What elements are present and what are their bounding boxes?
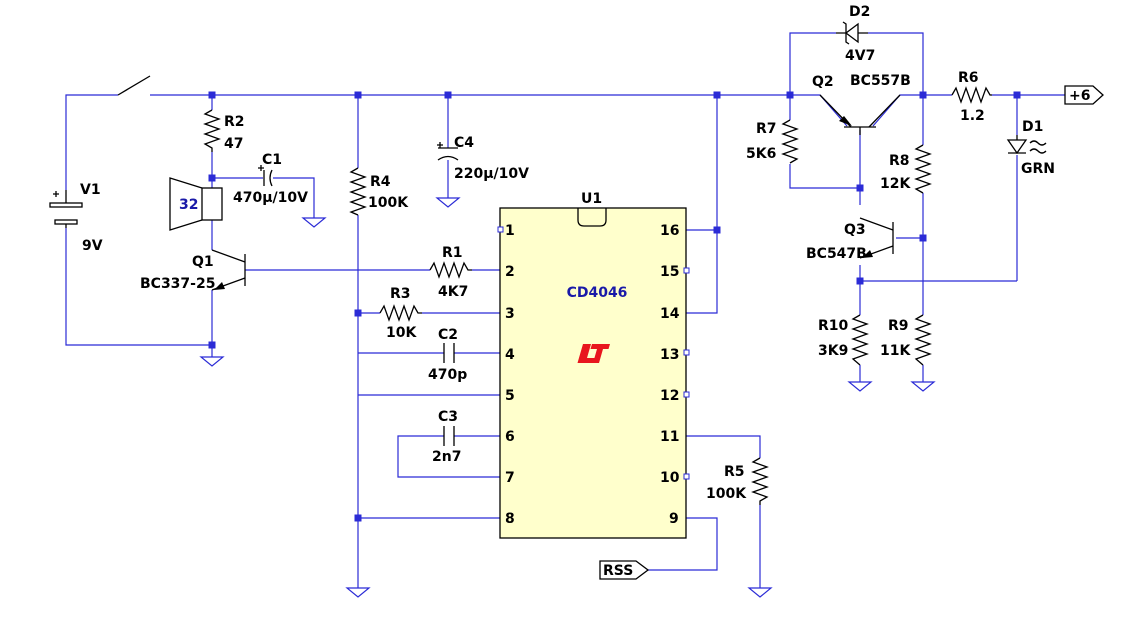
capacitor-c1: C1 470µ/10V: [233, 152, 308, 206]
r8-value: 12K: [880, 176, 911, 192]
d1-value: GRN: [1021, 161, 1055, 177]
u1-ref: U1: [581, 191, 602, 207]
capacitor-c2: C2 470p: [428, 327, 467, 383]
r6-ref: R6: [958, 70, 979, 86]
v1-value: 9V: [82, 238, 103, 254]
transistor-q3: Q3 BC547B: [806, 217, 894, 262]
transistor-q2: Q2 BC557B: [812, 73, 911, 135]
zener-d2: D2 4V7: [836, 4, 875, 64]
resistor-r3: R3 10K: [379, 286, 422, 341]
c3-ref: C3: [438, 409, 458, 425]
led-d1: D1 GRN: [1006, 119, 1055, 177]
resistor-r6: R6 1.2: [951, 70, 992, 124]
ground-r9: [910, 381, 936, 392]
rss-label: RSS: [603, 563, 633, 579]
ic-pin-8: 8: [505, 511, 515, 527]
c3-value: 2n7: [432, 449, 461, 465]
c1-ref: C1: [262, 152, 282, 168]
battery-v1: V1 9V: [49, 182, 103, 254]
c4-ref: C4: [454, 135, 474, 151]
ic-pin-3: 3: [505, 306, 515, 322]
resistor-r9: R9 11K: [880, 314, 932, 366]
capacitor-c4: C4 220µ/10V: [437, 135, 529, 182]
transistor-q1: Q1 BC337-25: [140, 249, 246, 292]
r10-value: 3K9: [818, 343, 848, 359]
r2-value: 47: [224, 136, 243, 152]
q3-ref: Q3: [844, 222, 866, 238]
r1-ref: R1: [442, 245, 463, 261]
wires: [65, 32, 1065, 588]
ground-pin8: [345, 587, 371, 598]
q2-ref: Q2: [812, 74, 834, 90]
r8-ref: R8: [889, 153, 910, 169]
linear-tech-logo-icon: [577, 344, 610, 363]
q1-value: BC337-25: [140, 276, 215, 292]
c1-value: 470µ/10V: [233, 190, 308, 206]
power-switch: [117, 75, 151, 96]
ic-pin-13: 13: [660, 347, 679, 363]
r2-ref: R2: [224, 114, 245, 130]
v1-ref: V1: [80, 182, 101, 198]
ic-pin-5: 5: [505, 388, 515, 404]
c2-ref: C2: [438, 327, 458, 343]
r5-value: 100K: [706, 486, 747, 502]
resistor-r10: R10 3K9: [818, 314, 869, 366]
ic-u1: U1 CD4046 1 2 3 4 5 6 7 8 16 15 14 13 12…: [497, 191, 690, 539]
ic-pin-7: 7: [505, 470, 515, 486]
net-label-rss: RSS: [599, 560, 650, 580]
junction-dots: [208, 91, 1021, 522]
ic-pin-2: 2: [505, 264, 515, 280]
d2-ref: D2: [849, 4, 870, 20]
r4-value: 100K: [368, 195, 409, 211]
ground-c4: [435, 197, 461, 208]
ic-pin-11: 11: [660, 429, 679, 445]
speaker-value: 32: [179, 197, 198, 213]
r6-value: 1.2: [960, 108, 985, 124]
r3-ref: R3: [390, 286, 411, 302]
speaker-32ohm: 32: [169, 177, 223, 231]
d2-value: 4V7: [845, 48, 875, 64]
r10-ref: R10: [818, 318, 849, 334]
resistor-r5: R5 100K: [706, 457, 769, 505]
r7-ref: R7: [756, 121, 777, 137]
resistor-r8: R8 12K: [880, 144, 932, 194]
ic-pin-16: 16: [660, 223, 679, 239]
ic-pin-15: 15: [660, 264, 679, 280]
resistor-r4: R4 100K: [349, 167, 409, 216]
r7-value: 5K6: [746, 146, 776, 162]
ic-pin-9: 9: [669, 511, 679, 527]
q2-value: BC557B: [850, 73, 911, 89]
q3-value: BC547B: [806, 246, 867, 262]
r1-value: 4K7: [438, 284, 468, 300]
c2-value: 470p: [428, 367, 467, 383]
ic-pin-10: 10: [660, 470, 680, 486]
resistor-r7: R7 5K6: [746, 119, 799, 164]
ic-pin-6: 6: [505, 429, 515, 445]
ground-c1: [301, 217, 327, 228]
ground-q1: [199, 356, 225, 367]
ground-symbols: [199, 197, 936, 598]
ic-pin-4: 4: [505, 347, 515, 363]
r3-value: 10K: [386, 325, 417, 341]
r5-ref: R5: [724, 464, 745, 480]
r9-ref: R9: [888, 318, 909, 334]
r9-value: 11K: [880, 343, 911, 359]
ground-r5: [747, 587, 773, 598]
ic-pin-14: 14: [660, 306, 680, 322]
out-label: +6: [1069, 88, 1090, 104]
q1-ref: Q1: [192, 254, 214, 270]
ground-r10: [847, 381, 873, 392]
u1-value: CD4046: [567, 285, 628, 301]
resistor-r1: R1 4K7: [429, 245, 472, 300]
ic-pin-12: 12: [660, 388, 679, 404]
r4-ref: R4: [370, 174, 391, 190]
net-label-out: +6: [1064, 85, 1104, 105]
ic-pin-1: 1: [505, 223, 515, 239]
d1-ref: D1: [1022, 119, 1043, 135]
resistor-r2: R2 47: [203, 109, 245, 152]
c4-value: 220µ/10V: [454, 166, 529, 182]
capacitor-c3: C3 2n7: [432, 409, 461, 465]
